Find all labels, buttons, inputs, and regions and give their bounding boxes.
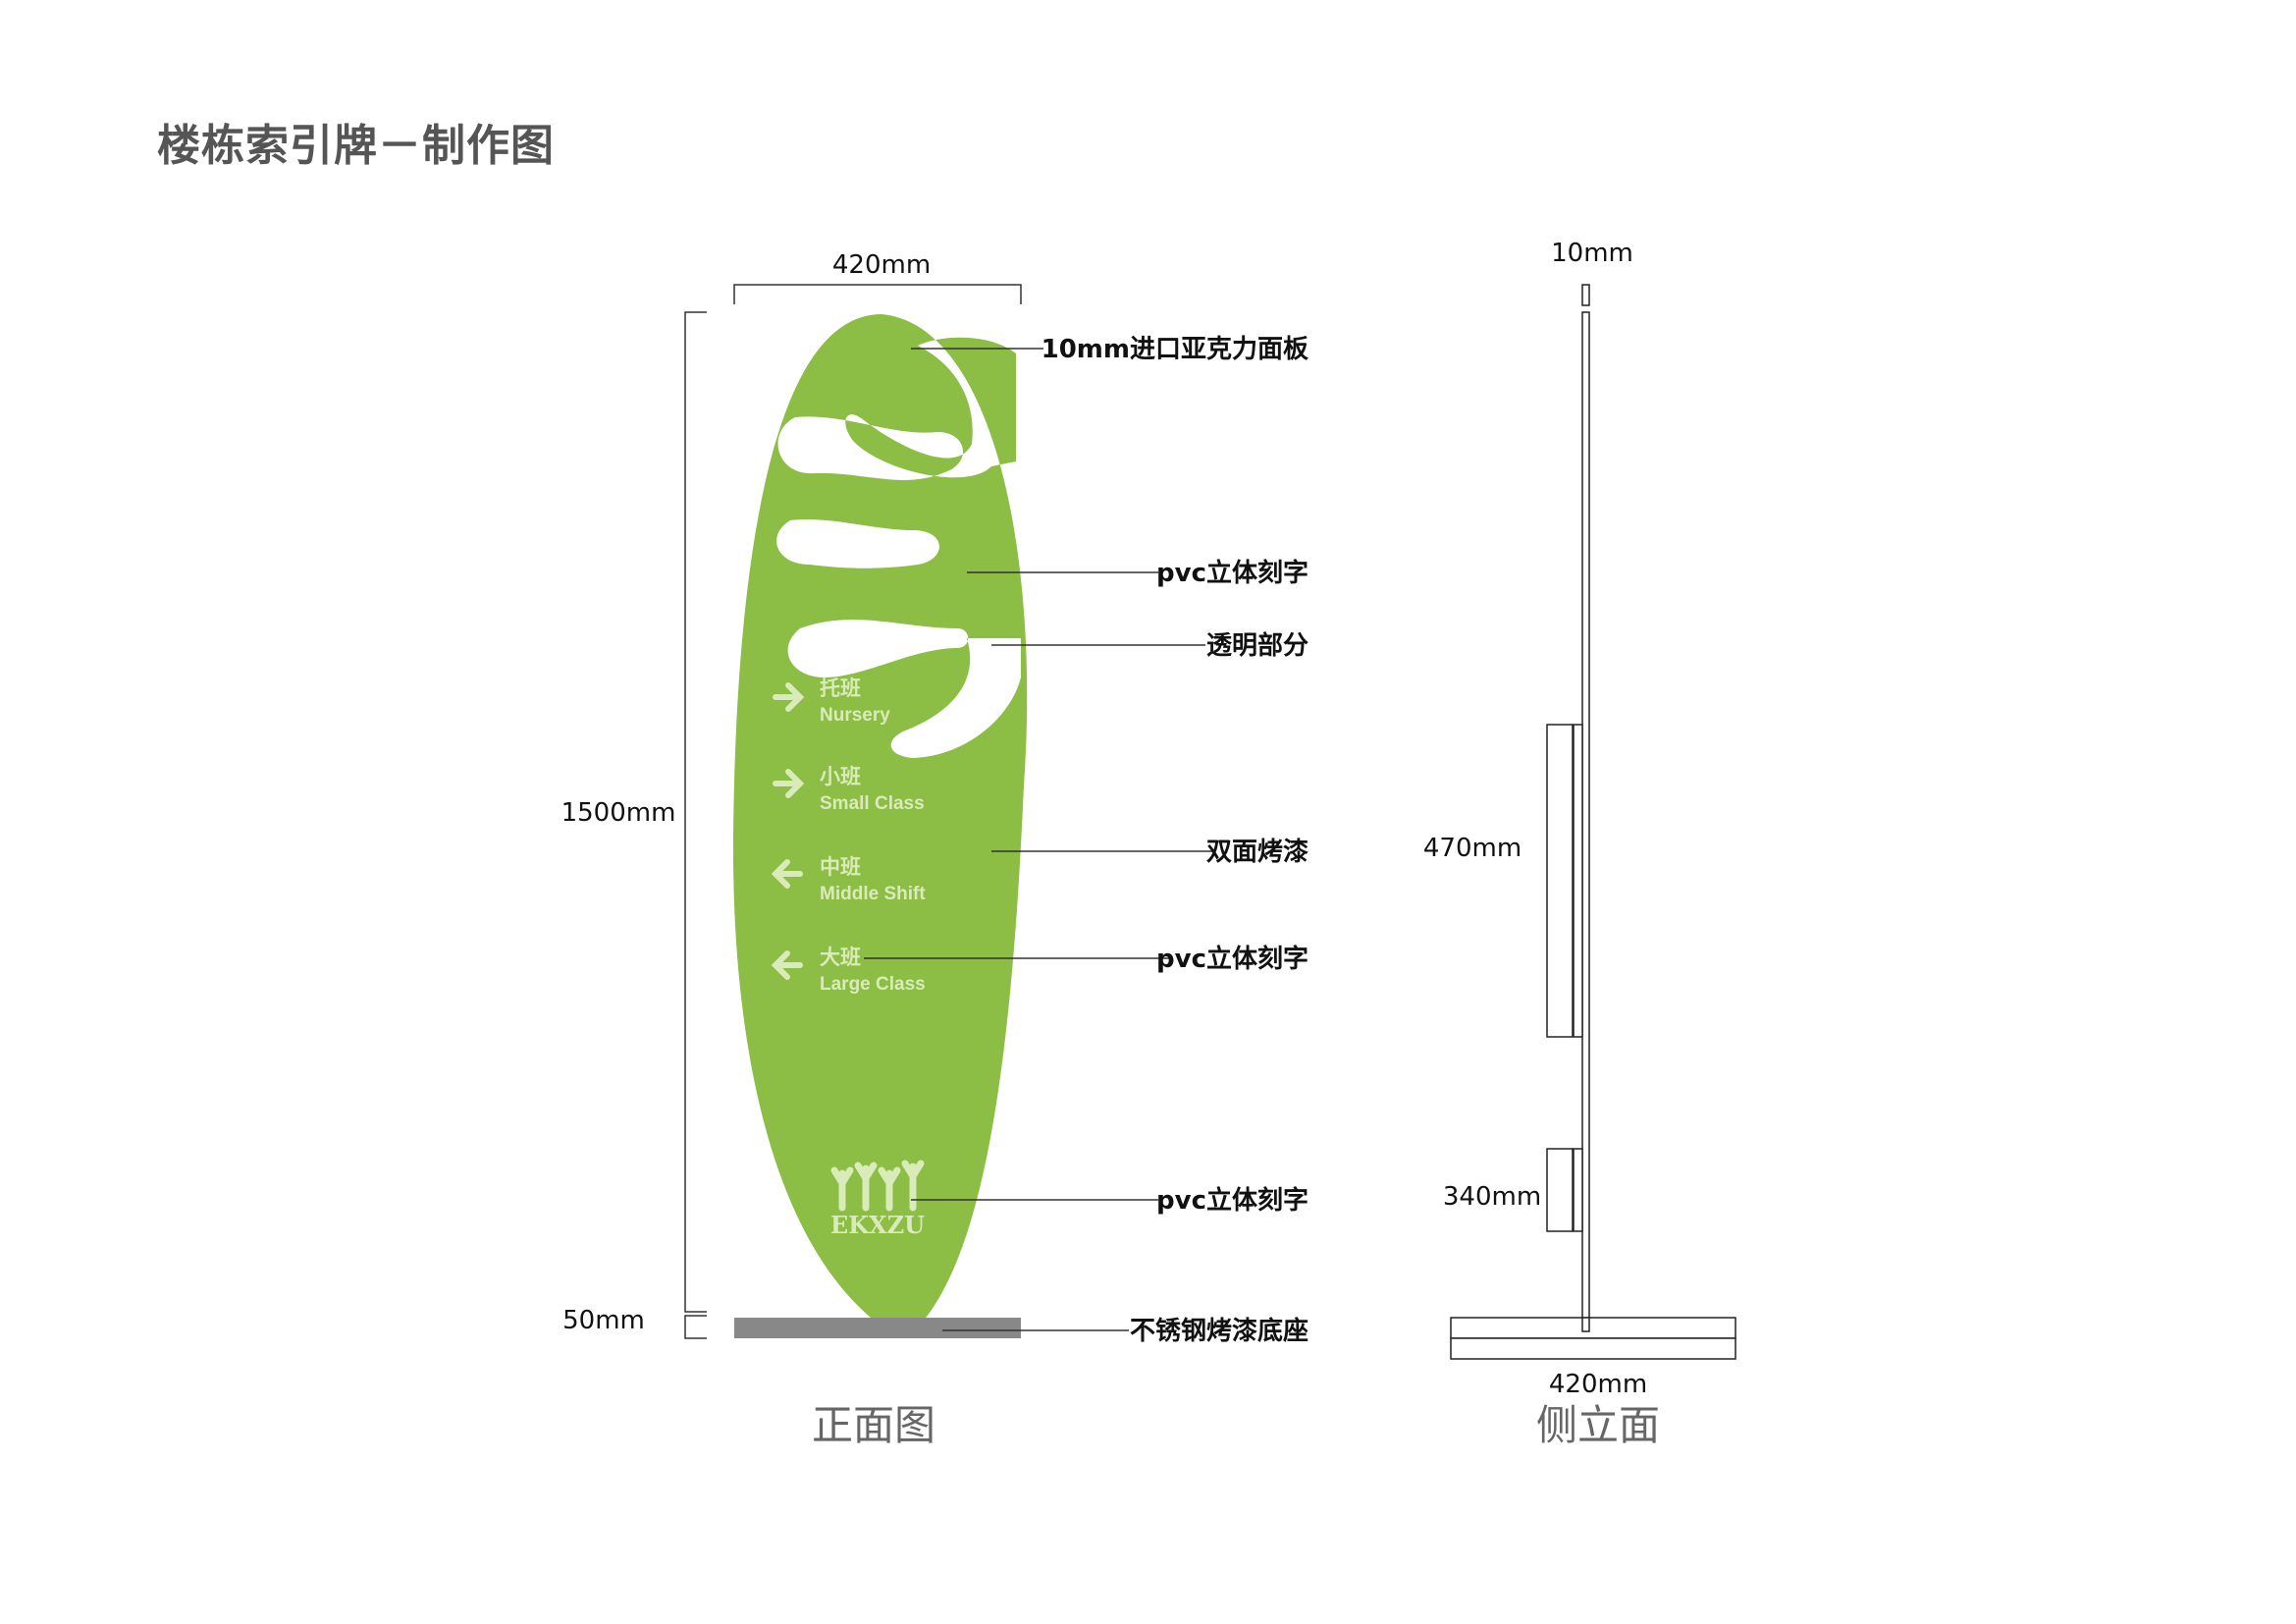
directory-item: 中班 Middle Shift bbox=[771, 855, 926, 904]
acrylic-panel bbox=[732, 314, 1028, 1327]
front-view: 1 托班 Nursery 小班 Small Class 中班 Middle Sh… bbox=[561, 250, 1308, 1449]
arrow-left-icon bbox=[771, 859, 803, 889]
floor-number: 1 bbox=[937, 531, 977, 610]
directory-en: Large Class bbox=[820, 974, 926, 995]
directory-cn: 托班 bbox=[820, 677, 861, 700]
callout-label: 10mm进口亚克力面板 bbox=[1041, 335, 1308, 364]
side-base-top bbox=[1450, 1317, 1736, 1339]
stainless-base bbox=[734, 1318, 1021, 1338]
directory-cn: 大班 bbox=[820, 946, 861, 969]
side-mid-plate bbox=[1573, 724, 1583, 1038]
side-low-plate bbox=[1573, 1148, 1583, 1232]
height-label: 1500mm bbox=[561, 798, 676, 828]
arrow-left-icon bbox=[771, 950, 803, 980]
side-panel-profile bbox=[1581, 311, 1590, 1332]
base-height-label: 50mm bbox=[562, 1306, 645, 1335]
callout-label: 透明部分 bbox=[1206, 631, 1308, 661]
callouts: 10mm进口亚克力面板 pvc立体刻字 透明部分 双面烤漆 pvc立体刻字 pv… bbox=[864, 335, 1308, 1346]
side-view: 10mm 470mm 340mm 420mm 侧立面 bbox=[1423, 239, 1736, 1449]
side-low-label: 340mm bbox=[1443, 1182, 1541, 1212]
side-base-bottom bbox=[1450, 1337, 1736, 1360]
side-low-block bbox=[1546, 1148, 1574, 1232]
directory-cn: 中班 bbox=[820, 855, 861, 879]
arrow-right-icon bbox=[773, 769, 805, 798]
arrow-right-icon bbox=[773, 682, 805, 712]
directory-item: 大班 Large Class bbox=[771, 946, 926, 995]
directory-item: 托班 Nursery bbox=[773, 677, 890, 726]
front-view-title: 正面图 bbox=[812, 1401, 935, 1449]
callout-label: pvc立体刻字 bbox=[1156, 1185, 1308, 1216]
height-dimension: 1500mm bbox=[561, 311, 707, 1313]
width-label: 420mm bbox=[832, 250, 931, 280]
directory-item: 小班 Small Class bbox=[773, 765, 925, 814]
directory-en: Nursery bbox=[820, 705, 890, 726]
directory-en: Middle Shift bbox=[820, 884, 926, 904]
side-view-title: 侧立面 bbox=[1536, 1401, 1660, 1449]
side-mid-block bbox=[1546, 724, 1574, 1038]
directory-list: 托班 Nursery 小班 Small Class 中班 Middle Shif… bbox=[771, 677, 926, 995]
side-post-foot bbox=[1581, 1317, 1590, 1332]
logo-text: EKXZU bbox=[830, 1211, 925, 1239]
callout-label: 双面烤漆 bbox=[1206, 838, 1308, 867]
callout-label: pvc立体刻字 bbox=[1156, 944, 1308, 974]
side-top-label: 10mm bbox=[1551, 239, 1633, 268]
page-title: 楼栋索引牌－制作图 bbox=[157, 121, 555, 171]
side-top-tab bbox=[1581, 284, 1590, 306]
width-dimension: 420mm bbox=[733, 250, 1022, 304]
base-dimension: 50mm bbox=[562, 1306, 707, 1339]
callout-label: pvc立体刻字 bbox=[1156, 558, 1308, 588]
side-base-label: 420mm bbox=[1549, 1370, 1647, 1399]
callout-label: 不锈钢烤漆底座 bbox=[1130, 1316, 1308, 1346]
directory-cn: 小班 bbox=[820, 765, 861, 788]
logo-hands-icon bbox=[830, 1160, 925, 1212]
directory-en: Small Class bbox=[820, 793, 925, 814]
side-mid-label: 470mm bbox=[1423, 834, 1522, 863]
